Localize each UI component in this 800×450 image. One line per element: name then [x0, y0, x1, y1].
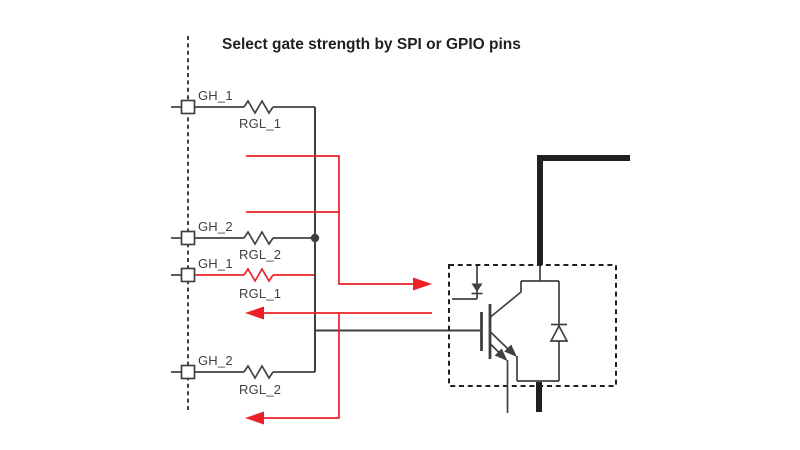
dc-bus-top	[537, 155, 630, 265]
emitter-arrow-icon-1	[504, 344, 517, 357]
resistor-rgl2-b	[243, 364, 274, 380]
gate-row-1	[171, 99, 315, 115]
resistor-rgl2-a	[243, 230, 274, 246]
pin-box-gh1-b	[180, 267, 196, 283]
diagram-title: Select gate strength by SPI or GPIO pins	[222, 36, 521, 53]
igbt-symbol	[480, 266, 559, 413]
pin-label-gh1-b: GH_1	[198, 256, 233, 271]
turn-on-arrow-icon	[413, 277, 432, 291]
turn-off-current-path	[245, 306, 432, 425]
freewheel-diode	[549, 281, 569, 381]
pin-label-gh2-b: GH_2	[198, 353, 233, 368]
resistor-rgl1-a	[243, 99, 274, 115]
pin-box-gh1-a	[180, 99, 196, 115]
resistor-label-rgl2-b: RGL_2	[239, 382, 282, 397]
freewheel-diode-icon	[549, 324, 569, 342]
turn-on-current-path	[246, 155, 432, 291]
pin-box-gh2-b	[180, 364, 196, 380]
pin-box-gh2-a	[180, 230, 196, 246]
gate-row-2	[171, 230, 315, 246]
pin-label-gh2-a: GH_2	[198, 219, 233, 234]
turn-off-arrow-icon-2	[245, 411, 264, 425]
junction-dot	[310, 233, 320, 243]
resistor-rgl1-b	[243, 267, 274, 283]
gate-row-3-highlighted	[171, 267, 315, 283]
turn-off-arrow-icon-1	[245, 306, 264, 320]
gate-clamp-diode	[452, 266, 483, 300]
resistor-label-rgl1-b: RGL_1	[239, 286, 282, 301]
resistor-label-rgl1-a: RGL_1	[239, 116, 282, 131]
igbt-module-box	[448, 264, 617, 387]
resistor-label-rgl2-a: RGL_2	[239, 247, 282, 262]
clamp-diode-icon	[471, 283, 483, 292]
gate-row-4	[171, 364, 315, 380]
emitter-arrow-icon-2	[494, 348, 508, 361]
pin-label-gh1-a: GH_1	[198, 88, 233, 103]
